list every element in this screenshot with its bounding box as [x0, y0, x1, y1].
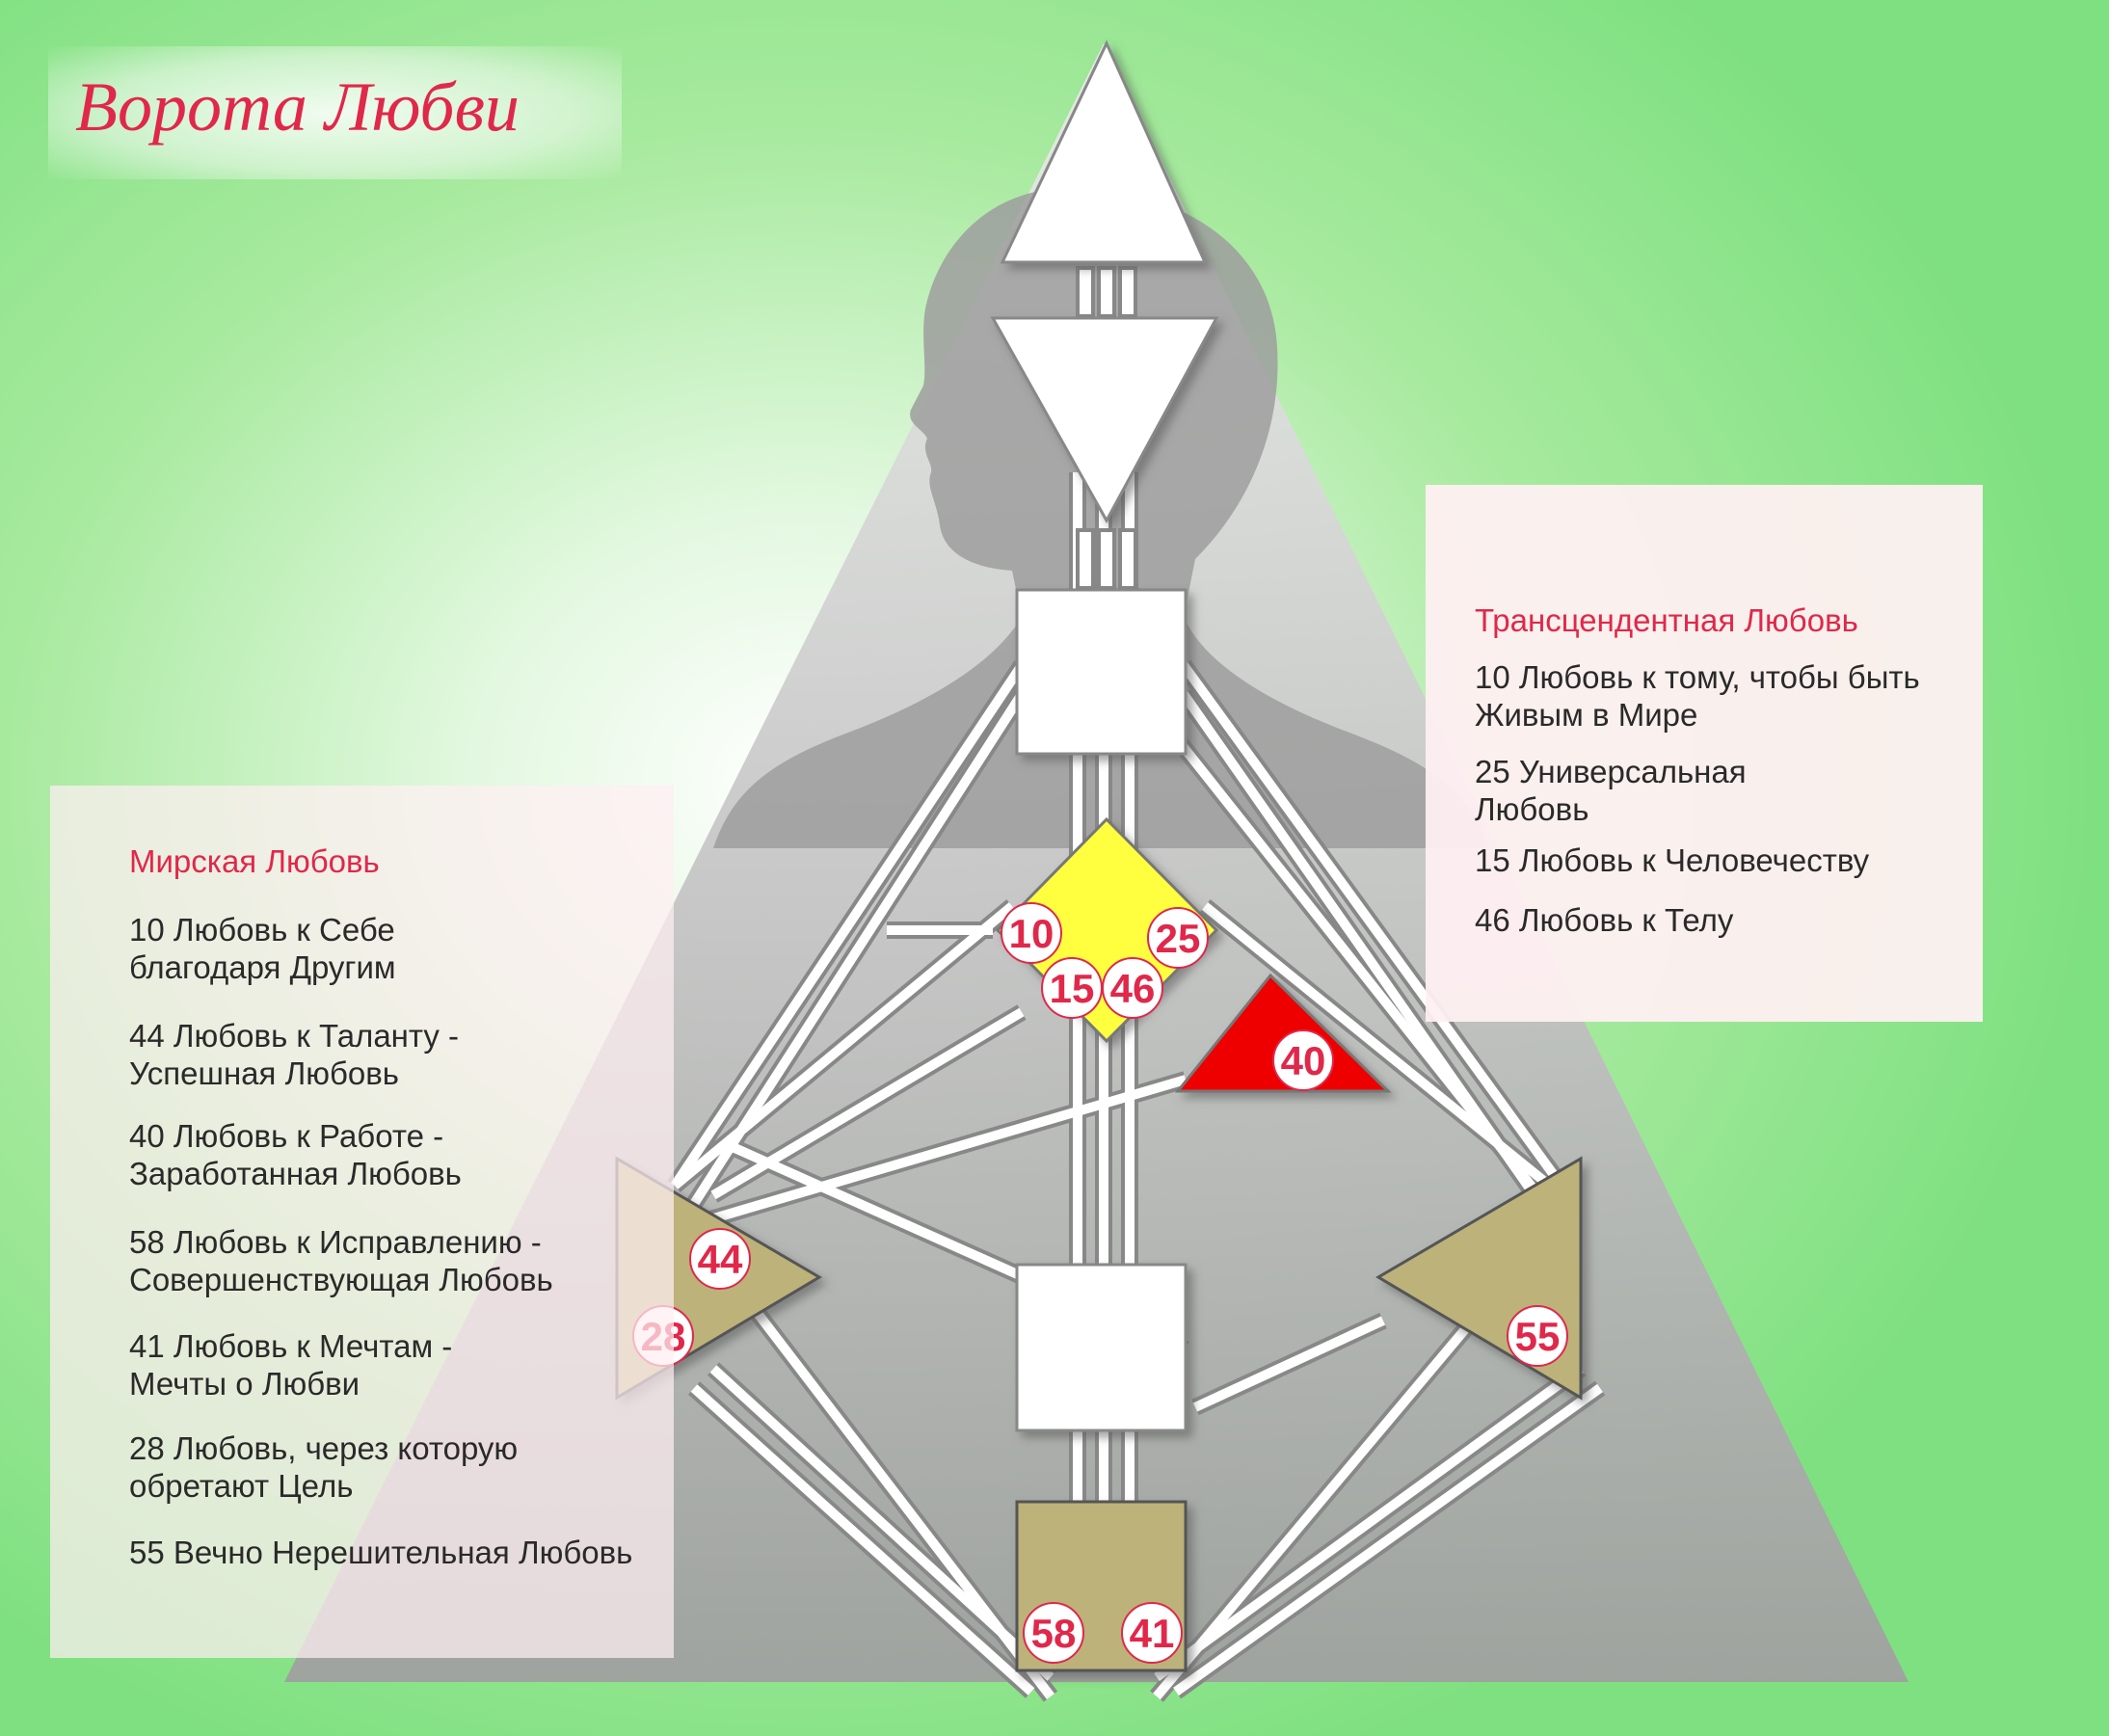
- worldly-item-10: 10 Любовь к Себе благодаря Другим: [129, 912, 396, 985]
- gate-circle: [1507, 1305, 1568, 1367]
- worldly-love-heading: Мирская Любовь: [129, 843, 380, 879]
- transcendent-love-panel: Трансцендентная Любовь 10 Любовь к тому,…: [1426, 485, 1983, 1022]
- ajna-center: [990, 316, 1219, 524]
- transcendent-item-25: 25 Универсальная Любовь: [1475, 754, 1747, 827]
- worldly-item-44: 44 Любовь к Таланту - Успешная Любовь: [129, 1018, 460, 1091]
- worldly-item-40: 40 Любовь к Работе - Заработанная Любовь: [129, 1118, 462, 1191]
- gate-46: 46: [1102, 957, 1163, 1019]
- gate-label: 44: [698, 1237, 743, 1282]
- gate-circle: [1272, 1029, 1334, 1091]
- worldly-item-28: 28 Любовь, через которую обретают Цель: [129, 1430, 519, 1504]
- gate-label: 55: [1515, 1314, 1561, 1359]
- throat-center: [1015, 588, 1188, 756]
- gate-circle: [1102, 957, 1163, 1019]
- gate-label: 41: [1130, 1611, 1175, 1656]
- worldly-item-55: 55 Вечно Нерешительная Любовь: [129, 1535, 633, 1570]
- gate-58: 58: [1023, 1602, 1084, 1664]
- gate-label: 25: [1156, 916, 1201, 961]
- gate-40: 40: [1272, 1029, 1334, 1091]
- transcendent-item-10: 10 Любовь к тому, чтобы быть Живым в Мир…: [1475, 659, 1920, 733]
- gate-label: 15: [1050, 966, 1095, 1011]
- gate-circle: [1023, 1602, 1084, 1664]
- ego-center: [1174, 973, 1392, 1093]
- worldly-love-panel: Мирская Любовь 10 Любовь к Себе благодар…: [50, 786, 674, 1658]
- transcendent-item-15: 15 Любовь к Человечеству: [1475, 842, 1870, 878]
- worldly-item-41: 41 Любовь к Мечтам - Мечты о Любви: [129, 1328, 453, 1402]
- transcendent-item-46: 46 Любовь к Телу: [1475, 902, 1734, 938]
- gate-25: 25: [1147, 907, 1209, 969]
- transcendent-love-heading: Трансцендентная Любовь: [1475, 602, 1858, 638]
- gate-10: 10: [1001, 902, 1062, 964]
- gate-label: 10: [1009, 911, 1054, 956]
- gate-41: 41: [1121, 1602, 1183, 1664]
- head-center: [1000, 40, 1208, 264]
- gate-circle: [1001, 902, 1062, 964]
- worldly-item-58: 58 Любовь к Исправлению - Совершенствующ…: [129, 1224, 553, 1297]
- sacral-center: [1015, 1263, 1188, 1432]
- gate-44: 44: [689, 1228, 751, 1290]
- title-glow: [48, 46, 622, 179]
- gate-label: 40: [1281, 1038, 1326, 1083]
- gate-15: 15: [1041, 957, 1103, 1019]
- gate-circle: [1147, 907, 1209, 969]
- gate-label: 46: [1110, 966, 1156, 1011]
- page-title: Ворота Любви: [75, 68, 520, 146]
- gate-circle: [1121, 1602, 1183, 1664]
- gate-label: 58: [1031, 1611, 1077, 1656]
- gate-55: 55: [1507, 1305, 1568, 1367]
- gate-circle: [689, 1228, 751, 1290]
